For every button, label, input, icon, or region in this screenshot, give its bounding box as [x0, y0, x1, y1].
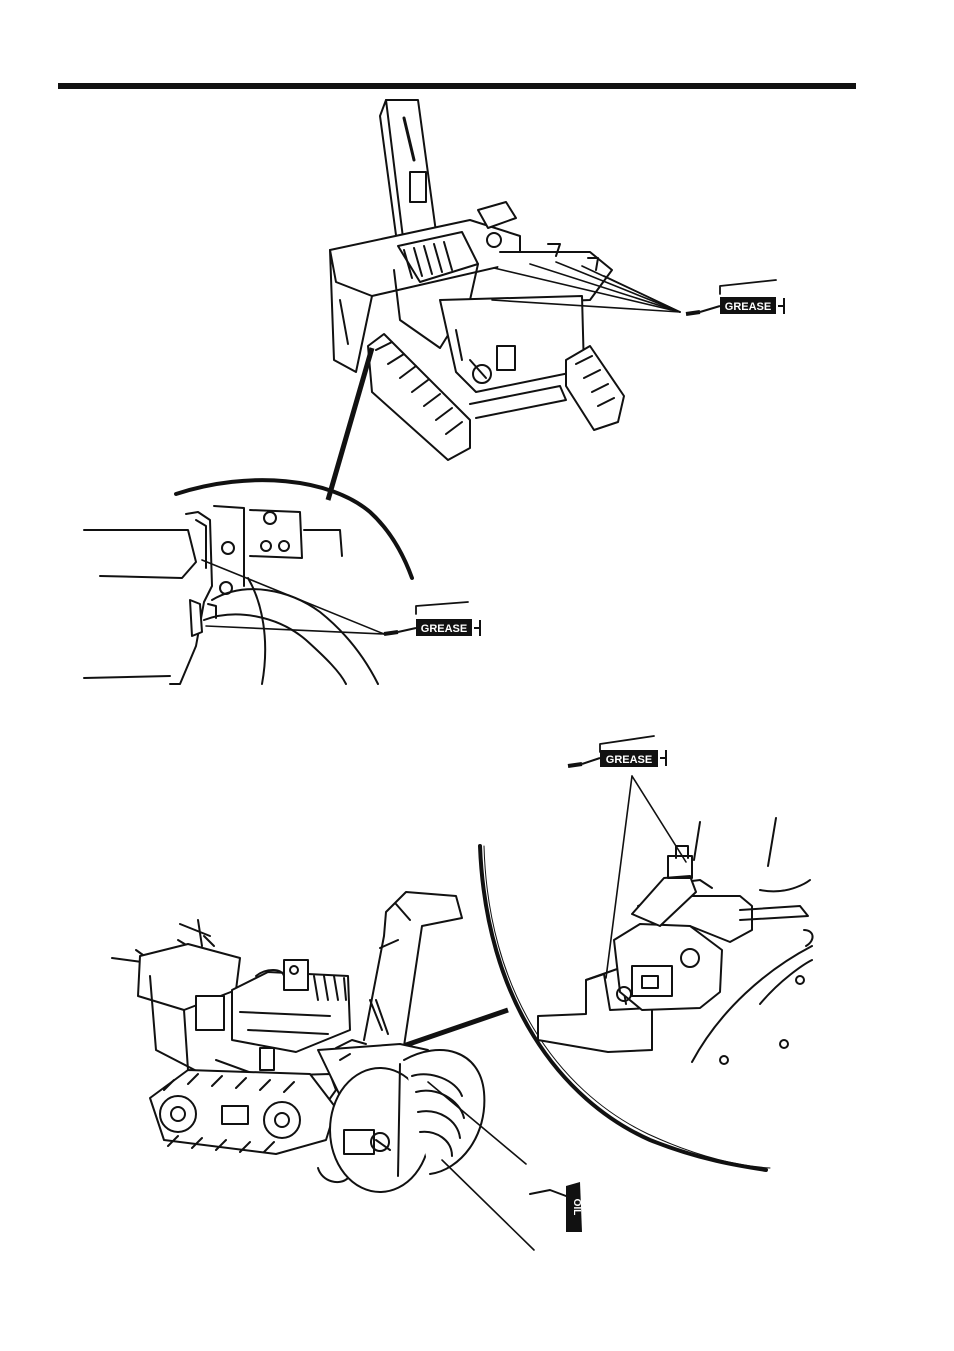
detail-inset-top	[84, 480, 412, 684]
machine-side-view	[112, 892, 484, 1192]
oil-icon: OIL	[530, 1182, 582, 1232]
grease-leaders-middle	[202, 560, 384, 634]
callout-line-top	[328, 348, 372, 500]
header-rule	[58, 83, 856, 89]
oil-label: OIL	[571, 1199, 582, 1216]
grease-label-bottom: GREASE	[606, 754, 652, 766]
grease-icon-bottom: GREASE	[568, 736, 666, 767]
grease-icon-top: GREASE	[686, 280, 784, 314]
grease-label-top: GREASE	[725, 301, 771, 313]
detail-inset-bottom	[480, 818, 813, 1170]
grease-icon-middle: GREASE	[384, 602, 480, 636]
grease-label-middle: GREASE	[421, 623, 467, 635]
